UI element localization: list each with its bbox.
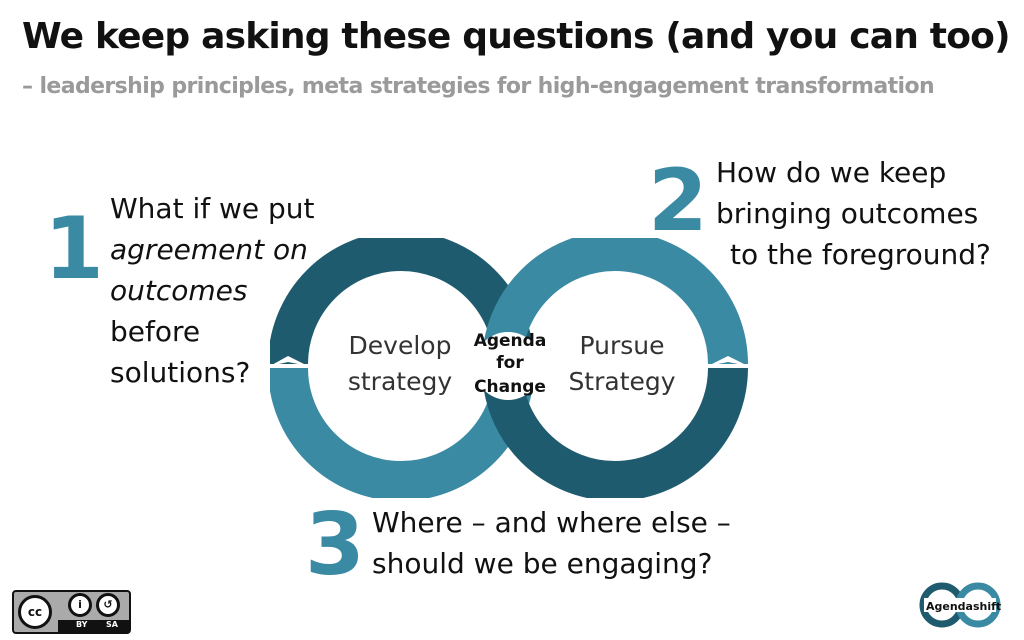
attribution-icon: i xyxy=(68,593,92,617)
center-overlap xyxy=(474,332,542,400)
agendashift-logo-icon xyxy=(919,582,1001,628)
cc-license-badge[interactable]: cc BY SA i ↺ xyxy=(12,590,131,634)
question-2-line: bringing outcomes xyxy=(716,197,979,230)
center-label-line2: for xyxy=(496,353,524,373)
cc-by-label: BY xyxy=(76,620,88,629)
right-loop-bottom-arc xyxy=(482,367,748,498)
question-2-text: How do we keep bringing outcomes to the … xyxy=(716,152,991,275)
right-loop-label-line1: Pursue xyxy=(579,331,664,360)
question-3-line: Where – and where else – xyxy=(372,506,731,539)
question-3-line: should we be engaging? xyxy=(372,547,713,580)
question-2-line: to the foreground? xyxy=(730,238,991,271)
question-2-number: 2 xyxy=(648,151,708,251)
center-label-line1: Agenda xyxy=(474,331,547,351)
question-1-line: solutions? xyxy=(110,356,251,389)
question-3-number: 3 xyxy=(305,495,365,595)
brand-name: Agendashift xyxy=(926,600,1002,613)
cc-band: BY SA xyxy=(58,620,129,632)
question-1-line: What if we put xyxy=(110,192,315,225)
question-3-text: Where – and where else – should we be en… xyxy=(372,502,731,584)
question-1-text: What if we put agreement on outcomes bef… xyxy=(110,188,315,393)
left-loop-notch xyxy=(270,356,308,366)
left-loop-label-line2: strategy xyxy=(348,367,452,396)
page-title: We keep asking these questions (and you … xyxy=(22,16,1011,57)
left-loop-label-line1: Develop xyxy=(349,331,452,360)
cc-sa-label: SA xyxy=(106,620,118,629)
share-alike-icon: ↺ xyxy=(96,593,120,617)
question-1-line: outcomes xyxy=(110,274,248,307)
right-loop-label-line2: Strategy xyxy=(568,367,675,396)
cc-icon: cc xyxy=(18,595,52,629)
question-1-line: before xyxy=(110,315,201,348)
right-loop-top-arc xyxy=(482,238,748,365)
question-2-line: How do we keep xyxy=(716,156,947,189)
infinity-diagram: Develop strategy Agenda for Change Pursu… xyxy=(270,238,748,498)
question-1-line: agreement on xyxy=(110,233,308,266)
center-label-line3: Change xyxy=(474,377,546,397)
right-loop-notch xyxy=(708,356,748,366)
page-subtitle: – leadership principles, meta strategies… xyxy=(22,74,935,99)
question-1-number: 1 xyxy=(44,199,104,299)
